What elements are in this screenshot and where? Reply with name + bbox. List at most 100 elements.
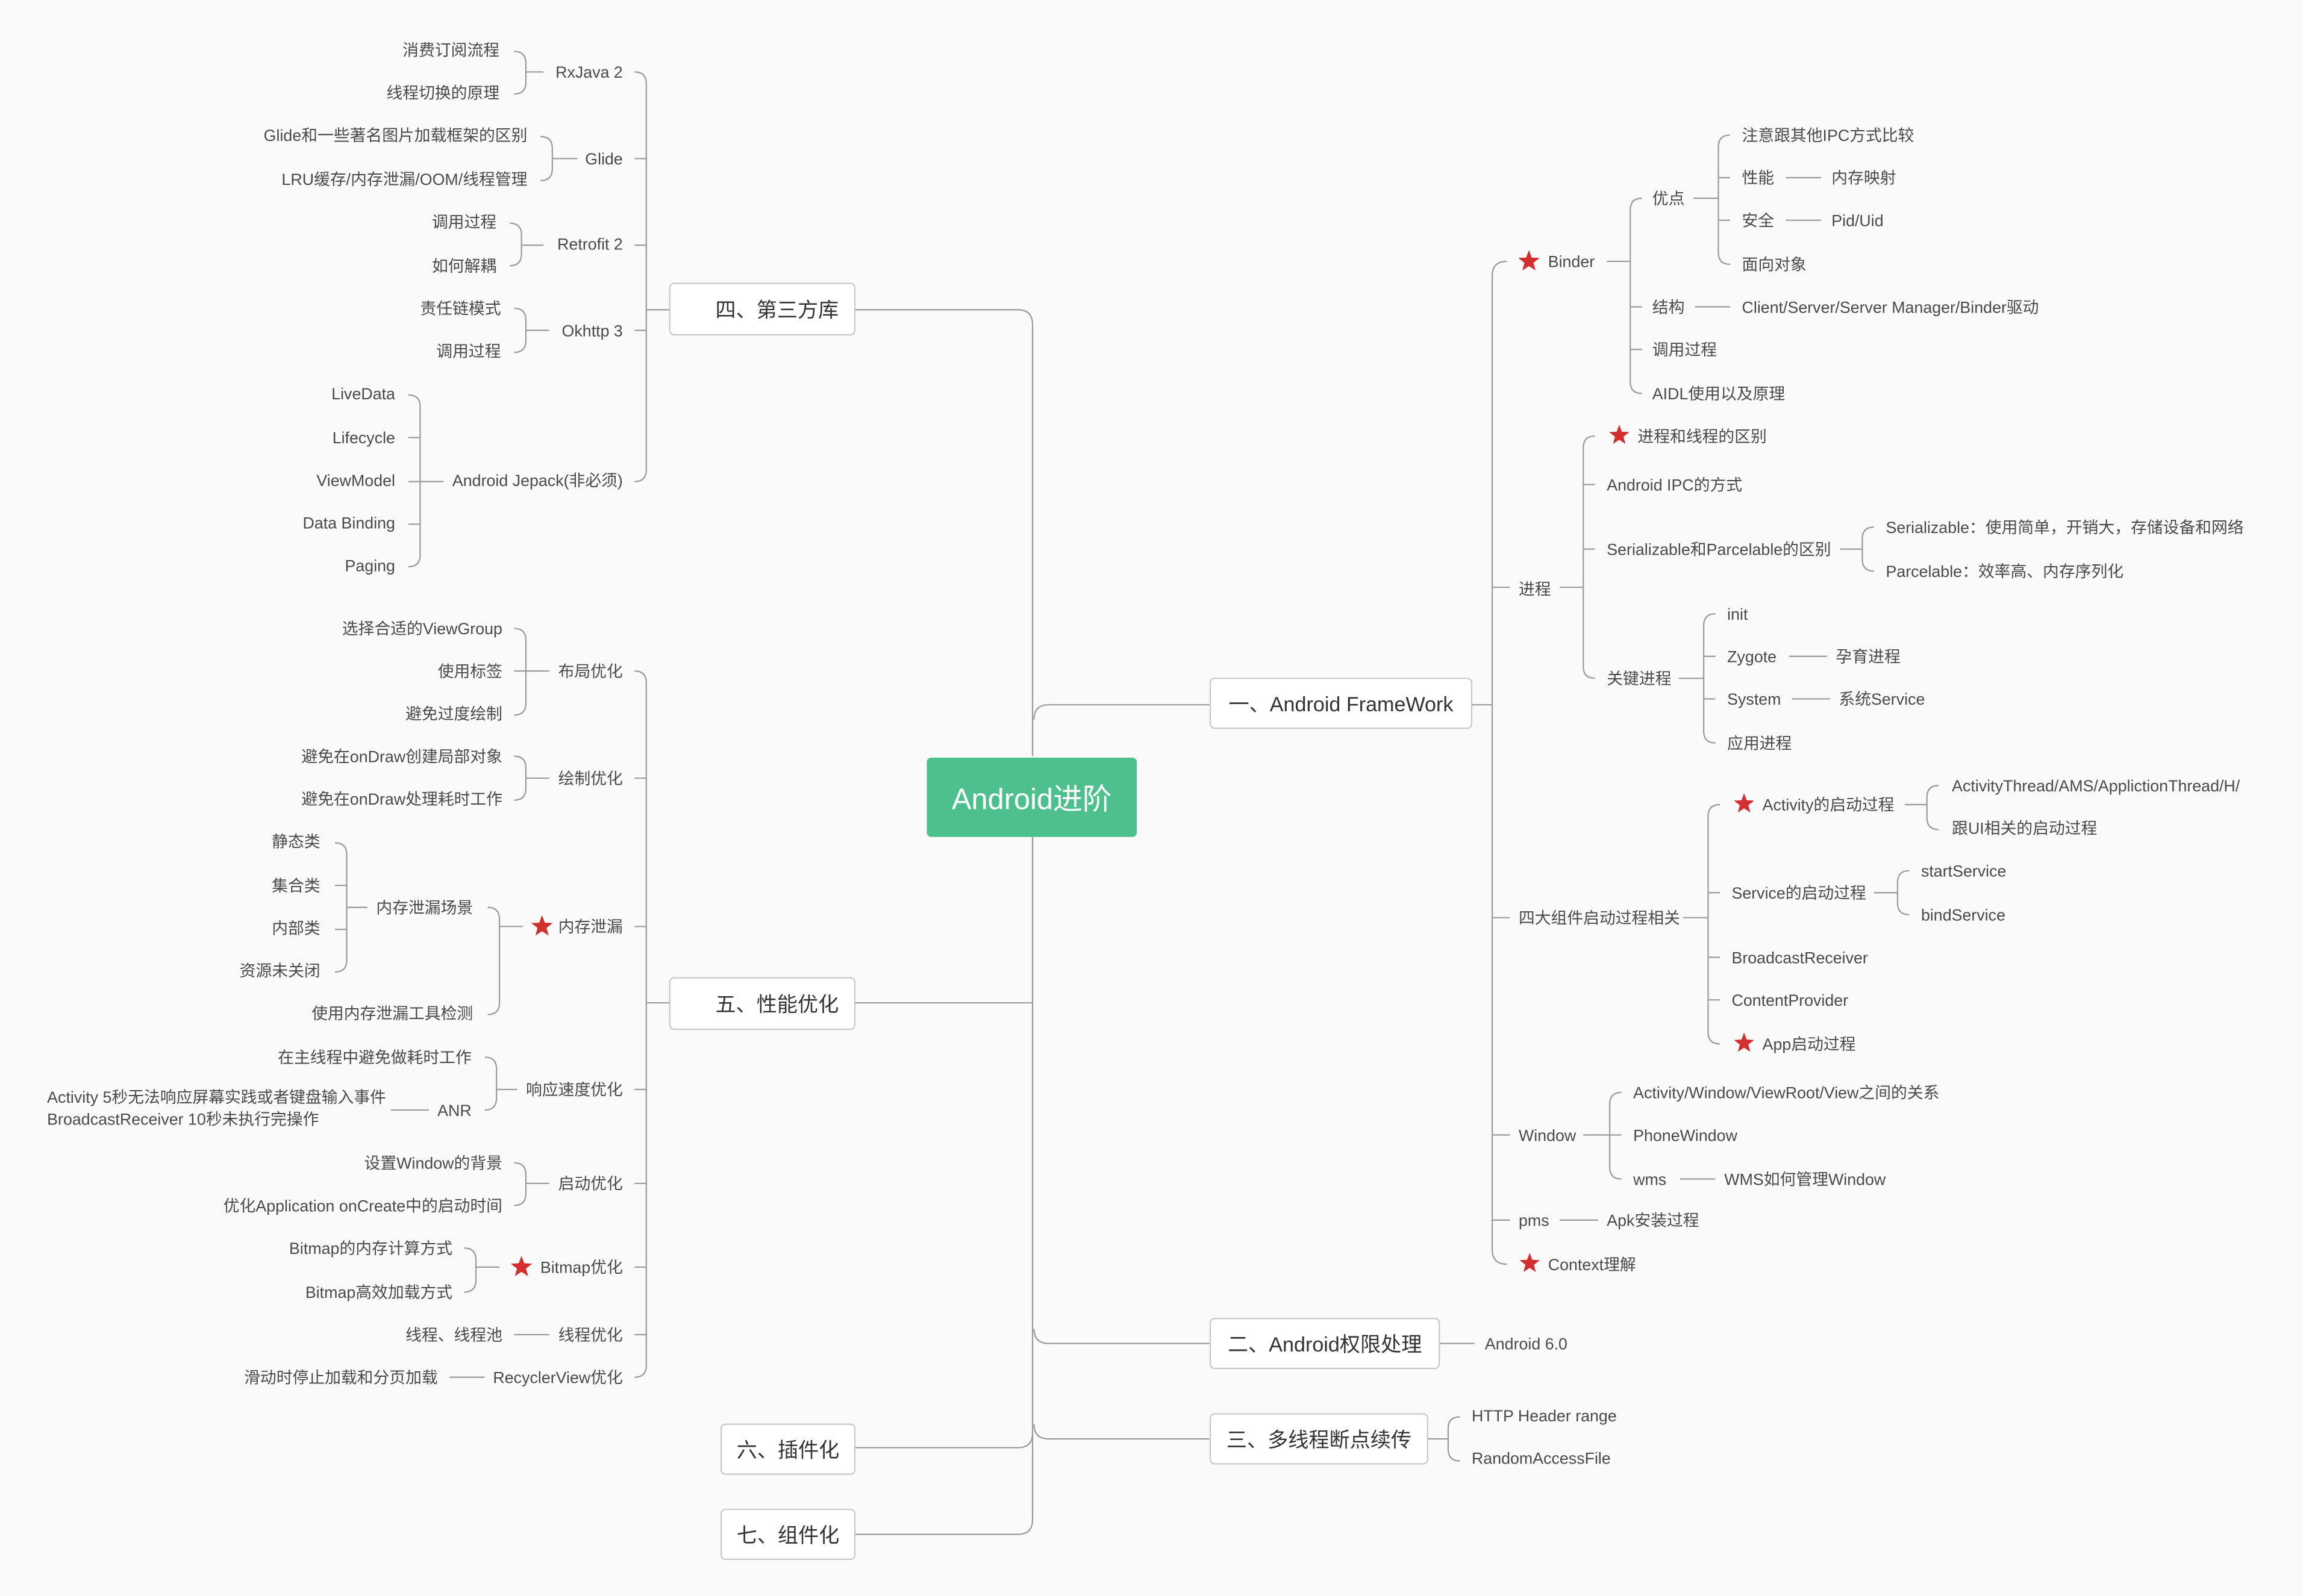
topic-activity-b[interactable]: 跟UI相关的启动过程	[1952, 820, 2097, 838]
topic-glide-a[interactable]: Glide和一些著名图片加载框架的区别	[264, 126, 528, 145]
topic-response-opt[interactable]: 响应速度优化	[526, 1081, 623, 1099]
topic-recycler-opt[interactable]: RecyclerView优化	[493, 1369, 622, 1387]
topic-anr[interactable]: ANR	[437, 1102, 472, 1120]
topic-viewmodel[interactable]: ViewModel	[316, 472, 395, 490]
topic-draw-b[interactable]: 避免在onDraw处理耗时工作	[301, 790, 502, 808]
topic-binder-advantages[interactable]: 优点	[1652, 190, 1685, 208]
topic-anr-receiver[interactable]: BroadcastReceiver 10秒未执行完操作	[47, 1110, 319, 1128]
topic-structure[interactable]: 结构	[1652, 298, 1685, 316]
topic-process-vs-thread[interactable]: 进程和线程的区别	[1637, 428, 1766, 446]
topic-wms-note[interactable]: WMS如何管理Window	[1724, 1170, 1886, 1188]
topic-service-start[interactable]: Service的启动过程	[1731, 884, 1866, 902]
topic-binder-call[interactable]: 调用过程	[1652, 341, 1717, 359]
topic-jetpack[interactable]: Android Jepack(非必须)	[452, 472, 623, 490]
topic-startup-a[interactable]: 设置Window的背景	[364, 1155, 502, 1173]
topic-retrofit-b[interactable]: 如何解耦	[432, 257, 496, 275]
topic-rxjava-a[interactable]: 消费订阅流程	[402, 42, 499, 60]
topic-bitmap-opt[interactable]: Bitmap优化	[540, 1259, 623, 1277]
topic-ipc-compare[interactable]: 注意跟其他IPC方式比较	[1742, 126, 1914, 145]
topic-thread-opt[interactable]: 线程优化	[558, 1326, 623, 1344]
topic-paging[interactable]: Paging	[345, 556, 395, 575]
topic-content-provider[interactable]: ContentProvider	[1731, 991, 1848, 1009]
topic-rxjava-b[interactable]: 线程切换的原理	[386, 84, 499, 102]
topic-start-service[interactable]: startService	[1921, 862, 2006, 880]
topic-leak-tool[interactable]: 使用内存泄漏工具检测	[311, 1005, 473, 1023]
topic-app-start[interactable]: App启动过程	[1763, 1035, 1856, 1053]
topic-databinding[interactable]: Data Binding	[303, 514, 395, 532]
topic-activity-start[interactable]: Activity的启动过程	[1763, 796, 1895, 814]
topic-startup-b[interactable]: 优化Application onCreate中的启动时间	[223, 1197, 502, 1215]
topic-zygote[interactable]: Zygote	[1727, 647, 1776, 666]
topic-glide-b[interactable]: LRU缓存/内存泄漏/OOM/线程管理	[281, 170, 527, 189]
topic-response-a[interactable]: 在主线程中避免做耗时工作	[278, 1049, 472, 1067]
topic-bind-service[interactable]: bindService	[1921, 906, 2005, 924]
topic-layout-a[interactable]: 选择合适的ViewGroup	[342, 620, 502, 638]
root-node[interactable]: Android进阶	[927, 757, 1137, 837]
topic-leak-static[interactable]: 静态类	[272, 833, 320, 851]
topic-http-range[interactable]: HTTP Header range	[1472, 1407, 1617, 1425]
topic-bitmap-a[interactable]: Bitmap的内存计算方式	[289, 1239, 452, 1258]
topic-okhttp[interactable]: Okhttp 3	[562, 322, 623, 340]
topic-aidl[interactable]: AIDL使用以及原理	[1652, 385, 1785, 403]
topic-binder[interactable]: Binder	[1548, 253, 1595, 271]
topic-process[interactable]: 进程	[1519, 580, 1551, 598]
topic-random-access[interactable]: RandomAccessFile	[1472, 1450, 1611, 1468]
topic-components[interactable]: 四大组件启动过程相关	[1519, 909, 1680, 927]
topic-okhttp-a[interactable]: 责任链模式	[420, 300, 501, 318]
topic-retrofit[interactable]: Retrofit 2	[557, 235, 623, 253]
topic-parcelable[interactable]: Parcelable：效率高、内存序列化	[1886, 563, 2123, 581]
topic-serializable[interactable]: Serializable：使用简单，开销大，存储设备和网络	[1886, 519, 2243, 537]
branch-permission[interactable]: 二、Android权限处理	[1209, 1318, 1440, 1370]
branch-framework[interactable]: 一、Android FrameWork	[1209, 678, 1473, 729]
topic-leak-scene[interactable]: 内存泄漏场景	[376, 899, 473, 917]
topic-recycler-a[interactable]: 滑动时停止加载和分页加载	[244, 1369, 438, 1387]
topic-system[interactable]: System	[1727, 690, 1781, 708]
topic-init[interactable]: init	[1727, 605, 1748, 623]
topic-performance[interactable]: 性能	[1742, 169, 1775, 187]
branch-plugin[interactable]: 六、插件化	[720, 1423, 856, 1475]
branch-libs[interactable]: 四、第三方库	[669, 282, 856, 335]
topic-security[interactable]: 安全	[1742, 211, 1775, 229]
topic-system-note[interactable]: 系统Service	[1839, 690, 1925, 708]
topic-memory-map[interactable]: 内存映射	[1831, 169, 1896, 187]
topic-structure-detail[interactable]: Client/Server/Server Manager/Binder驱动	[1742, 298, 2039, 316]
topic-pid-uid[interactable]: Pid/Uid	[1831, 211, 1883, 229]
topic-thread-a[interactable]: 线程、线程池	[405, 1326, 502, 1344]
topic-window[interactable]: Window	[1519, 1126, 1576, 1144]
topic-apk-install[interactable]: Apk安装过程	[1607, 1212, 1699, 1230]
topic-pms[interactable]: pms	[1519, 1212, 1549, 1230]
topic-key-process[interactable]: 关键进程	[1607, 670, 1671, 688]
topic-leak-resource[interactable]: 资源未关闭	[240, 962, 320, 980]
topic-startup-opt[interactable]: 启动优化	[558, 1175, 623, 1193]
topic-okhttp-b[interactable]: 调用过程	[436, 342, 501, 360]
topic-activity-a[interactable]: ActivityThread/AMS/ApplictionThread/H/	[1952, 777, 2240, 795]
topic-draw-a[interactable]: 避免在onDraw创建局部对象	[301, 747, 502, 765]
topic-zygote-note[interactable]: 孕育进程	[1836, 647, 1901, 666]
topic-broadcast-receiver[interactable]: BroadcastReceiver	[1731, 949, 1867, 967]
topic-lifecycle[interactable]: Lifecycle	[333, 429, 395, 447]
branch-perf[interactable]: 五、性能优化	[669, 977, 856, 1030]
topic-wms[interactable]: wms	[1633, 1170, 1666, 1188]
topic-phone-window[interactable]: PhoneWindow	[1633, 1126, 1737, 1144]
topic-context[interactable]: Context理解	[1548, 1256, 1636, 1274]
topic-app-process[interactable]: 应用进程	[1727, 734, 1792, 752]
topic-leak[interactable]: 内存泄漏	[558, 918, 623, 936]
topic-oop[interactable]: 面向对象	[1742, 256, 1807, 274]
topic-window-relation[interactable]: Activity/Window/ViewRoot/View之间的关系	[1633, 1084, 1939, 1102]
topic-leak-collection[interactable]: 集合类	[272, 877, 320, 895]
topic-retrofit-a[interactable]: 调用过程	[432, 213, 496, 231]
topic-android6[interactable]: Android 6.0	[1485, 1335, 1567, 1353]
branch-download[interactable]: 三、多线程断点续传	[1209, 1413, 1428, 1465]
topic-rxjava[interactable]: RxJava 2	[555, 63, 623, 81]
topic-serializable-parcelable[interactable]: Serializable和Parcelable的区别	[1607, 541, 1831, 559]
topic-anr-activity[interactable]: Activity 5秒无法响应屏幕实践或者键盘输入事件	[47, 1088, 386, 1106]
topic-livedata[interactable]: LiveData	[331, 385, 395, 403]
topic-layout-b[interactable]: 使用标签	[438, 662, 502, 681]
topic-draw-opt[interactable]: 绘制优化	[558, 770, 623, 788]
topic-glide[interactable]: Glide	[585, 150, 623, 168]
topic-bitmap-b[interactable]: Bitmap高效加载方式	[305, 1283, 452, 1301]
topic-layout-c[interactable]: 避免过度绘制	[405, 705, 502, 723]
topic-layout-opt[interactable]: 布局优化	[558, 662, 623, 681]
topic-leak-inner[interactable]: 内部类	[272, 920, 320, 938]
branch-component[interactable]: 七、组件化	[720, 1509, 856, 1560]
